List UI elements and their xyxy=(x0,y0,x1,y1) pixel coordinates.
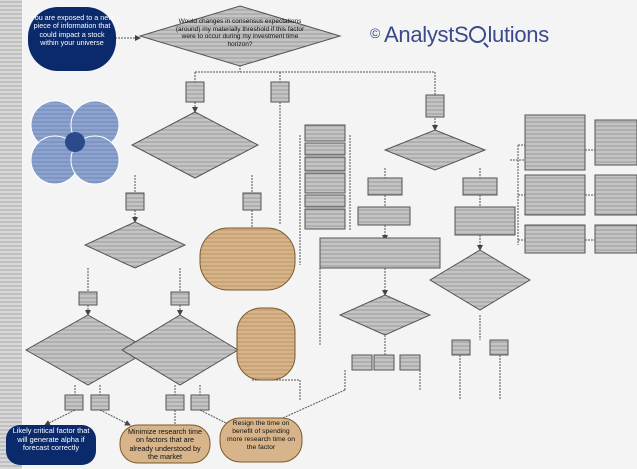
tan-outcome-boxes xyxy=(119,227,303,464)
start-node xyxy=(28,7,116,71)
spend-outcome-text: Resign the time on benefit of spending m… xyxy=(227,420,295,451)
logo-name-end: lutions xyxy=(487,22,549,47)
top-decision-text: Would changes in consensus expectations … xyxy=(175,18,305,48)
minimize-outcome-text: Minimize research time on factors that a… xyxy=(128,427,202,462)
logo-name-start: AnalystS xyxy=(384,22,469,47)
copyright-symbol: © xyxy=(370,25,381,41)
process-boxes xyxy=(304,114,637,269)
top-decision-diamond xyxy=(138,5,342,67)
venn-diagram xyxy=(30,100,120,185)
left-margin-stripes xyxy=(0,0,22,469)
decision-answer-boxes xyxy=(64,81,509,411)
alpha-outcome-node xyxy=(6,425,96,465)
decision-diamonds xyxy=(24,111,531,386)
analystsolutions-logo: ©AnalystS lutions xyxy=(370,22,549,48)
alpha-outcome-text: Likely critical factor that will generat… xyxy=(12,426,90,453)
magnifying-glass-icon xyxy=(469,26,487,43)
start-node-text: You are exposed to a new piece of inform… xyxy=(30,13,114,48)
